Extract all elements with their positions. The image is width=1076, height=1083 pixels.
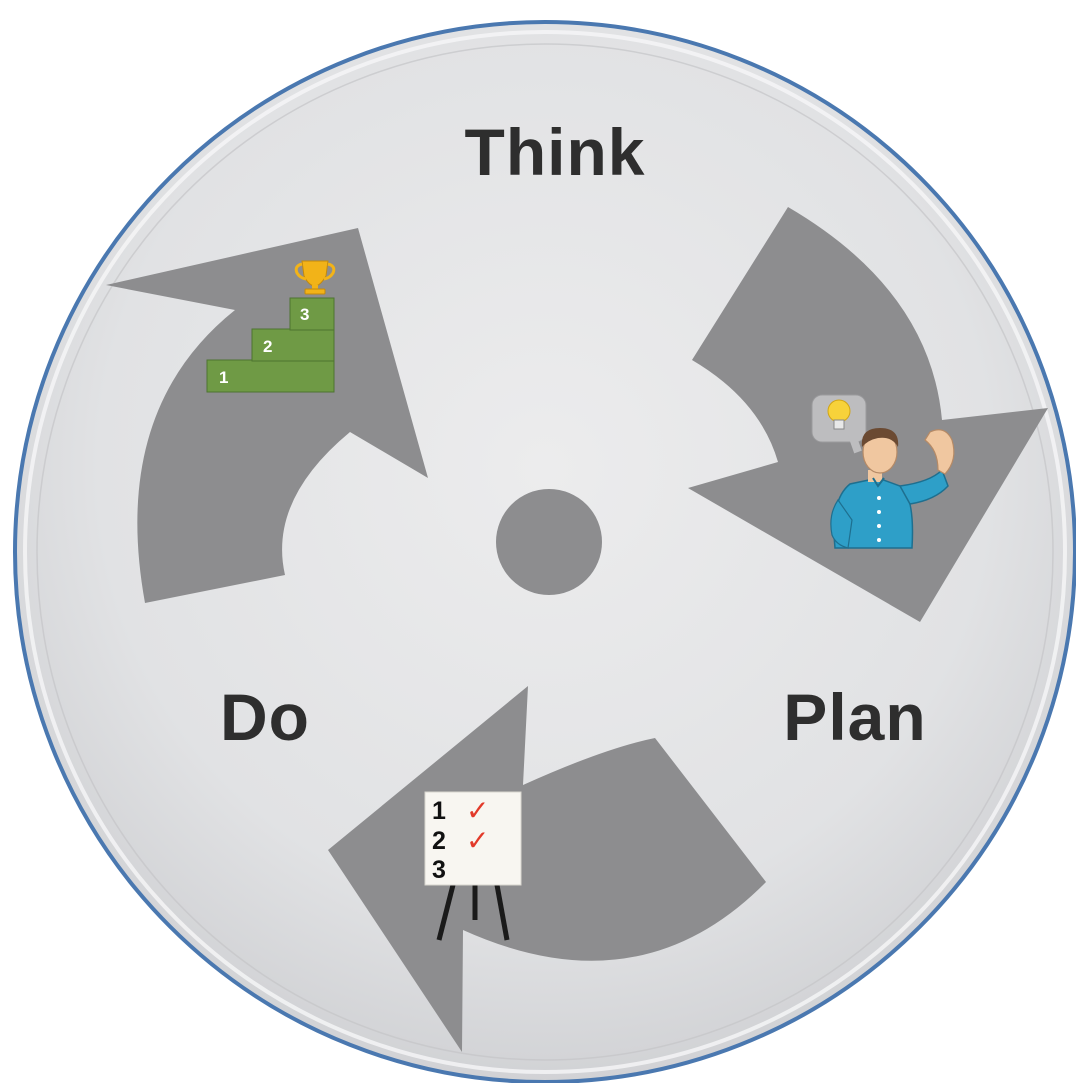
step-3 [290,298,334,330]
step-number: 3 [300,305,309,324]
label-plan: Plan [783,680,926,754]
label-do: Do [220,680,310,754]
checklist-item-number: 2 [432,827,446,855]
checklist-item-number: 3 [432,856,446,884]
step-number: 1 [219,368,228,387]
step-number: 2 [263,337,272,356]
check-mark-icon: ✓ [466,794,489,827]
check-mark-icon: ✓ [466,824,489,857]
label-think: Think [465,115,646,189]
center-hub [496,489,602,595]
checklist-item-number: 1 [432,797,446,825]
